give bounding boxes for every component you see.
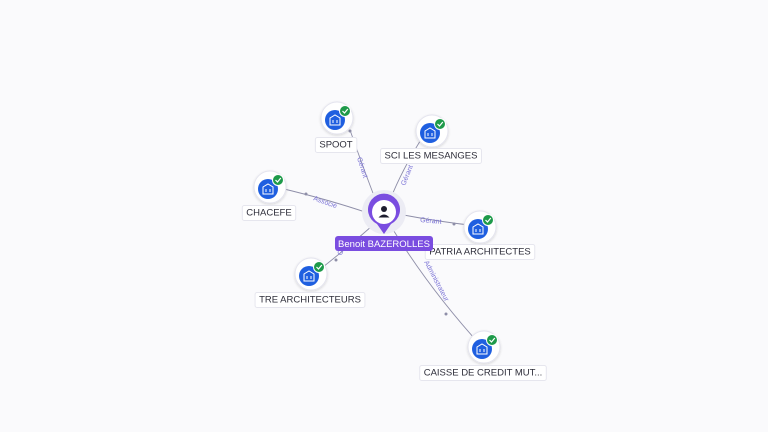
company-label-spoot: SPOOT	[319, 140, 352, 151]
company-label-caisse: CAISSE DE CREDIT MUT...	[424, 368, 543, 379]
arrow-dot-chacefe	[304, 192, 308, 196]
company-label-bg	[314, 137, 358, 153]
company-node-caisse[interactable]: CAISSE DE CREDIT MUT...	[419, 330, 547, 381]
building-icon	[329, 114, 341, 126]
company-node-chacefe[interactable]: CHACEFE	[241, 170, 297, 221]
building-icon	[476, 343, 488, 355]
arrow-dot-patria	[452, 222, 456, 226]
edge-label-chacefe: Associé	[312, 195, 338, 210]
arrow-dot-caisse	[444, 312, 448, 316]
company-label-chacefe: CHACEFE	[246, 208, 291, 219]
company-label-bg	[254, 292, 366, 308]
check-badge-icon	[486, 334, 498, 346]
company-node-tre[interactable]: TRE ARCHITECTEURS	[254, 257, 366, 308]
edge-label-spoot: Gérant	[355, 156, 368, 179]
person-icon	[378, 206, 390, 218]
company-label-bg	[380, 148, 482, 164]
company-label-bg	[419, 365, 547, 381]
center-label-bg	[335, 236, 433, 251]
check-badge-icon	[434, 118, 446, 130]
edge-label-tre: G	[336, 249, 345, 258]
building-icon	[303, 270, 315, 282]
company-node-spoot[interactable]: SPOOT	[314, 101, 358, 153]
edge-label-patria: Gérant	[420, 217, 442, 226]
company-node-patria[interactable]: PATRIA ARCHITECTES	[424, 210, 536, 260]
building-icon	[472, 223, 484, 235]
check-badge-icon	[313, 261, 325, 273]
center-node[interactable]: Benoit BAZEROLLES	[335, 190, 433, 251]
check-badge-icon	[482, 214, 494, 226]
building-icon	[424, 127, 436, 139]
company-node-sci[interactable]: SCI LES MESANGES	[380, 114, 482, 164]
edge-chacefe	[279, 187, 369, 214]
building-icon	[262, 183, 274, 195]
edge-label-sci: Gérant	[400, 164, 415, 187]
arrow-dot-spoot	[348, 129, 352, 133]
company-label-bg	[424, 244, 536, 260]
company-label-tre: TRE ARCHITECTEURS	[259, 295, 361, 306]
check-badge-icon	[272, 174, 284, 186]
center-label: Benoit BAZEROLLES	[338, 239, 430, 250]
company-label-patria: PATRIA ARCHITECTES	[429, 247, 531, 258]
company-label-sci: SCI LES MESANGES	[385, 151, 478, 162]
edge-label-caisse: Administrateur	[422, 260, 450, 304]
check-badge-icon	[339, 105, 351, 117]
company-label-bg	[241, 205, 297, 221]
arrow-dot-tre	[334, 258, 338, 262]
company-nodes: SPOOT SCI LES MESANGES CHACEFE PATRIA ARCHI…	[241, 101, 547, 381]
